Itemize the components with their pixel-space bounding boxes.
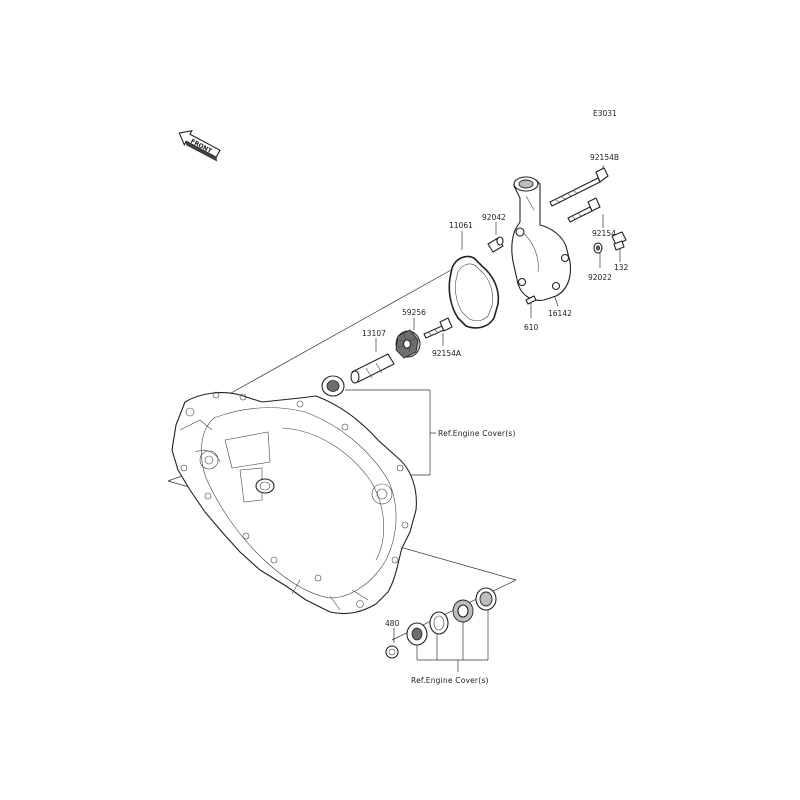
label-16142: 16142 bbox=[548, 309, 572, 318]
label-92042: 92042 bbox=[482, 213, 506, 222]
water-pump-cover bbox=[511, 176, 572, 301]
ref-label-upper: Ref.Engine Cover(s) bbox=[438, 429, 516, 438]
ref-label-lower: Ref.Engine Cover(s) bbox=[411, 676, 489, 685]
lower-seals bbox=[385, 587, 497, 659]
washer-92022 bbox=[593, 242, 603, 254]
label-610: 610 bbox=[524, 323, 539, 332]
label-13107: 13107 bbox=[362, 329, 386, 338]
diagram-code: E3031 bbox=[593, 109, 617, 118]
front-arrow-icon: FRONT bbox=[178, 129, 221, 162]
label-480: 480 bbox=[385, 619, 400, 628]
part-labels: 92154B 92154 132 92022 16142 610 11061 9… bbox=[362, 153, 629, 628]
bolt-92154B bbox=[549, 167, 609, 207]
bolt-92154 bbox=[567, 197, 601, 223]
label-92154A: 92154A bbox=[432, 349, 462, 358]
label-11061: 11061 bbox=[449, 221, 473, 230]
bolt-92154A bbox=[423, 317, 453, 339]
gasket-11061 bbox=[448, 255, 500, 329]
engine-cover bbox=[171, 391, 417, 615]
label-92154: 92154 bbox=[592, 229, 616, 238]
label-92154B: 92154B bbox=[590, 153, 619, 162]
shaft-13107 bbox=[350, 353, 395, 384]
fitting-132 bbox=[611, 231, 627, 251]
pin-610 bbox=[525, 295, 537, 305]
label-92022: 92022 bbox=[588, 273, 612, 282]
impeller-59256 bbox=[395, 329, 421, 359]
dowel-92042 bbox=[487, 236, 504, 253]
label-59256: 59256 bbox=[402, 308, 426, 317]
seal-upper bbox=[321, 375, 345, 397]
label-132: 132 bbox=[614, 263, 629, 272]
